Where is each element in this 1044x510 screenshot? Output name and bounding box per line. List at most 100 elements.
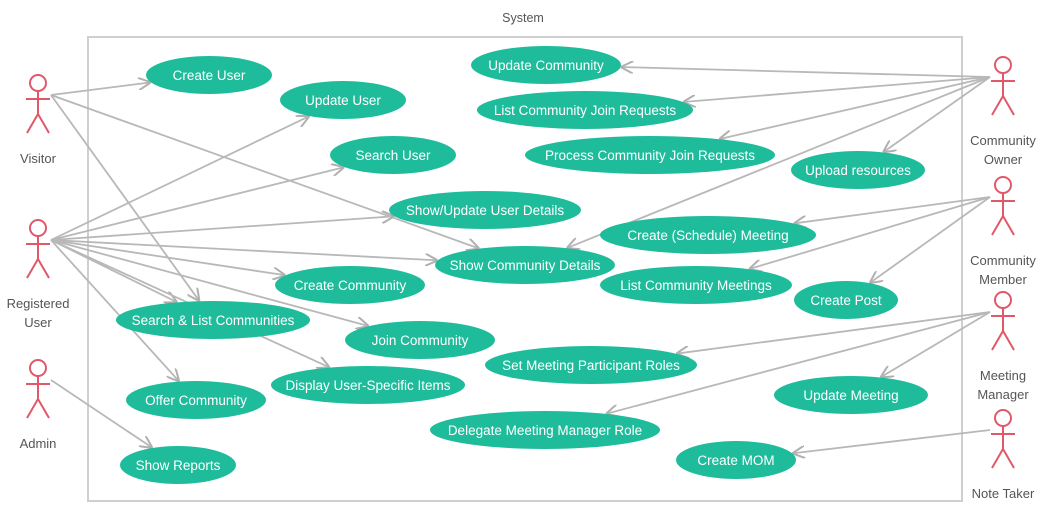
association-community-owner-to-upload-resources	[883, 76, 991, 152]
association-community-owner-to-show-community-details	[567, 76, 991, 248]
association-community-owner-to-update-community	[621, 67, 991, 78]
use-case-label: Offer Community	[145, 393, 247, 408]
use-case-ellipse	[345, 321, 495, 359]
use-case-ellipse	[525, 136, 775, 174]
association-community-member-to-list-community-meetings	[749, 196, 991, 269]
use-case-label: Create Post	[810, 293, 882, 308]
association-registered-user-to-show-update-user-details	[50, 216, 394, 241]
use-case-delegate-meeting-manager-role[interactable]: Delegate Meeting Manager Role	[430, 411, 660, 449]
use-case-ellipse	[120, 446, 236, 484]
association-visitor-to-show-community-details	[50, 94, 479, 249]
association-registered-user-to-search-user	[50, 167, 344, 241]
use-case-ellipse	[430, 411, 660, 449]
association-community-owner-to-list-community-join-requests	[683, 76, 991, 102]
use-case-ellipse	[330, 136, 456, 174]
actor-label: Manager	[977, 387, 1029, 402]
use-case-ellipse	[275, 266, 425, 304]
use-case-join-community[interactable]: Join Community	[345, 321, 495, 359]
use-case-process-community-join-requests[interactable]: Process Community Join Requests	[525, 136, 775, 174]
use-case-label: Delegate Meeting Manager Role	[448, 423, 642, 438]
use-case-label: List Community Join Requests	[494, 103, 677, 118]
use-case-create-user[interactable]: Create User	[146, 56, 272, 94]
association-registered-user-to-update-user	[50, 116, 309, 241]
use-case-label: Set Meeting Participant Roles	[502, 358, 680, 373]
system-label: System	[502, 11, 544, 25]
use-case-label: Update Meeting	[803, 388, 898, 403]
actors: VisitorRegisteredUserAdminCommunityOwner…	[7, 56, 1036, 501]
actor-label: Admin	[20, 436, 57, 451]
actor-label: User	[24, 315, 52, 330]
associations	[50, 67, 991, 453]
stick-figure-icon	[991, 56, 1015, 116]
use-case-label: Show Community Details	[450, 258, 601, 273]
use-case-create-community[interactable]: Create Community	[275, 266, 425, 304]
association-community-member-to-create-post	[870, 196, 991, 283]
use-case-set-meeting-participant-roles[interactable]: Set Meeting Participant Roles	[485, 346, 697, 384]
use-case-update-meeting[interactable]: Update Meeting	[774, 376, 928, 414]
use-case-show-reports[interactable]: Show Reports	[120, 446, 236, 484]
actor-label: Visitor	[20, 151, 57, 166]
use-case-label: Process Community Join Requests	[545, 148, 755, 163]
use-case-display-user-specific-items[interactable]: Display User-Specific Items	[271, 366, 465, 404]
association-community-owner-to-process-community-join-requests	[719, 76, 991, 139]
use-case-ellipse	[676, 441, 796, 479]
use-case-label: Create (Schedule) Meeting	[627, 228, 788, 243]
actor-label: Community	[970, 253, 1036, 268]
use-case-ellipse	[126, 381, 266, 419]
use-case-create-schedule-meeting[interactable]: Create (Schedule) Meeting	[600, 216, 816, 254]
use-case-create-post[interactable]: Create Post	[794, 281, 898, 319]
stick-figure-icon	[991, 409, 1015, 469]
use-case-label: Join Community	[372, 333, 469, 348]
use-case-label: Display User-Specific Items	[285, 378, 450, 393]
actor-label: Owner	[984, 152, 1023, 167]
association-meeting-manager-to-delegate-meeting-manager-role	[606, 311, 991, 414]
stick-figure-icon	[991, 176, 1015, 236]
use-case-ellipse	[794, 281, 898, 319]
association-registered-user-to-show-community-details	[50, 239, 438, 260]
use-case-create-mom[interactable]: Create MOM	[676, 441, 796, 479]
actor-admin[interactable]: Admin	[20, 359, 57, 451]
use-case-ellipse	[477, 91, 693, 129]
use-case-ellipse	[600, 216, 816, 254]
use-case-offer-community[interactable]: Offer Community	[126, 381, 266, 419]
use-case-show-community-details[interactable]: Show Community Details	[435, 246, 615, 284]
use-case-ellipse	[146, 56, 272, 94]
association-community-member-to-create-schedule-meeting	[794, 196, 991, 223]
use-case-label: List Community Meetings	[620, 278, 772, 293]
use-case-search-list-communities[interactable]: Search & List Communities	[116, 301, 310, 339]
use-case-label: Create User	[173, 68, 246, 83]
stick-figure-icon	[991, 291, 1015, 351]
use-case-update-user[interactable]: Update User	[280, 81, 406, 119]
use-case-list-community-join-requests[interactable]: List Community Join Requests	[477, 91, 693, 129]
use-case-label: Show/Update User Details	[406, 203, 565, 218]
use-case-search-user[interactable]: Search User	[330, 136, 456, 174]
use-case-label: Create MOM	[697, 453, 774, 468]
association-registered-user-to-offer-community	[50, 239, 179, 382]
association-visitor-to-create-user	[50, 82, 151, 96]
association-registered-user-to-create-community	[50, 239, 286, 275]
actor-visitor[interactable]: Visitor	[20, 74, 57, 166]
association-admin-to-show-reports	[50, 379, 153, 448]
use-case-ellipse	[471, 46, 621, 84]
use-case-list-community-meetings[interactable]: List Community Meetings	[600, 266, 792, 304]
actor-note-taker[interactable]: Note Taker	[972, 409, 1035, 501]
actor-label: Note Taker	[972, 486, 1035, 501]
use-case-label: Show Reports	[136, 458, 221, 473]
stick-figure-icon	[26, 359, 50, 419]
use-case-upload-resources[interactable]: Upload resources	[791, 151, 925, 189]
use-case-label: Search User	[355, 148, 431, 163]
use-case-ellipse	[389, 191, 581, 229]
use-case-show-update-user-details[interactable]: Show/Update User Details	[389, 191, 581, 229]
use-case-ellipse	[774, 376, 928, 414]
stick-figure-icon	[26, 74, 50, 134]
use-case-ellipse	[600, 266, 792, 304]
use-case-ellipse	[485, 346, 697, 384]
use-case-update-community[interactable]: Update Community	[471, 46, 621, 84]
actor-label: Registered	[7, 296, 70, 311]
